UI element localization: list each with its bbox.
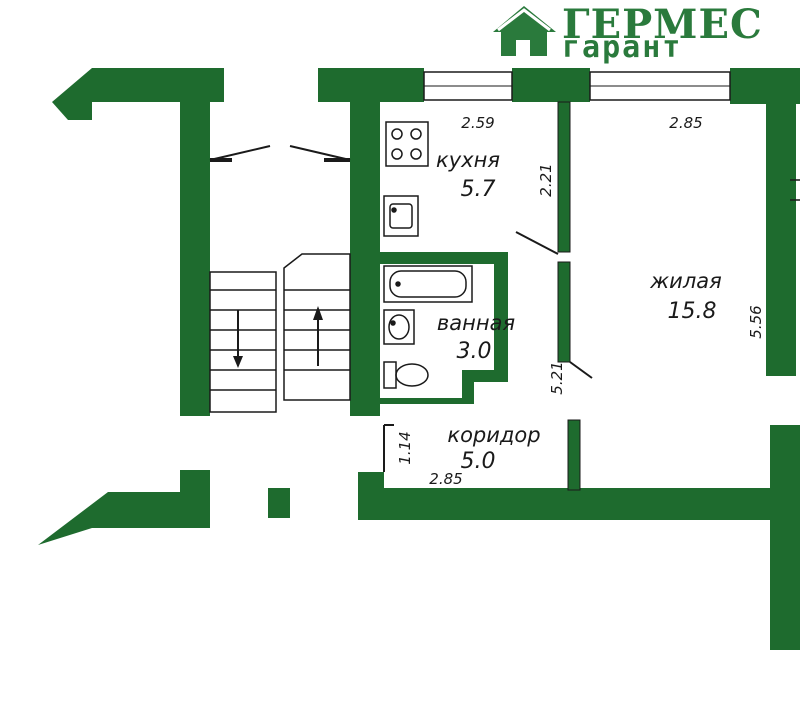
wall-bath-step-down xyxy=(462,370,474,402)
dim-kitchen-length: 2.21 xyxy=(537,163,555,196)
house-logo-icon xyxy=(493,6,556,56)
bathtub-icon xyxy=(383,265,473,303)
washbasin-icon xyxy=(383,309,415,345)
stairs-left xyxy=(209,271,277,413)
dim-living-width: 2.85 xyxy=(669,114,702,132)
toilet-icon xyxy=(383,361,429,389)
bathroom-area: 3.0 xyxy=(457,339,492,364)
door-stair-right xyxy=(289,145,351,161)
stove-icon xyxy=(385,121,429,167)
bathroom-name: ванная xyxy=(437,311,515,335)
dim-entry-width: 1.14 xyxy=(396,431,414,464)
dim-living-length: 5.56 xyxy=(747,305,765,338)
wall-bottom xyxy=(358,488,770,520)
dimension-labels: 2.59 2.85 2.21 5.56 5.21 1.14 2.85 xyxy=(396,114,765,488)
wall-bottom-left xyxy=(38,492,206,545)
corridor-name: коридор xyxy=(447,423,540,447)
door-living xyxy=(569,361,593,379)
kitchen-name: кухня xyxy=(436,148,500,172)
logo-title: ГЕРМЕС xyxy=(562,1,763,48)
corridor-area: 5.0 xyxy=(461,449,496,474)
wall-right-upper xyxy=(766,100,796,376)
partitions xyxy=(209,71,800,491)
partition-living-corridor xyxy=(557,261,571,363)
dim-kitchen-width: 2.59 xyxy=(461,114,494,132)
wall-column xyxy=(268,488,290,518)
company-logo: ГЕРМЕС гарант xyxy=(493,1,763,65)
wall-apartment-left xyxy=(350,68,380,416)
stair-arrow-down-icon xyxy=(233,310,243,368)
room-labels: кухня 5.7 жилая 15.8 ванная 3.0 коридор … xyxy=(436,148,722,474)
wall-right-lower xyxy=(770,425,800,650)
wall-bath-bottom xyxy=(380,398,474,404)
wall-bottom-left-post xyxy=(180,470,210,528)
door-stair-left xyxy=(209,145,271,161)
wall-top-right xyxy=(730,68,800,104)
wall-stair-corner xyxy=(52,68,92,120)
wall-bath-right xyxy=(494,252,508,380)
logo-subtitle: гарант xyxy=(562,30,682,65)
wall-top-middle xyxy=(512,68,590,102)
kitchen-area: 5.7 xyxy=(461,177,496,202)
wall-stair-left xyxy=(180,68,210,416)
partition-corridor-right xyxy=(567,419,581,491)
dim-corridor-length: 5.21 xyxy=(548,361,566,394)
wall-bath-top xyxy=(380,252,504,264)
wall-bottom-entry xyxy=(358,472,384,520)
door-kitchen xyxy=(515,231,559,255)
stair-arrow-up-icon xyxy=(313,306,323,366)
walls xyxy=(38,68,800,650)
dim-corridor-width: 2.85 xyxy=(429,470,462,488)
partition-kitchen-living xyxy=(557,101,571,253)
sink-icon xyxy=(383,195,419,237)
fixtures xyxy=(383,121,473,389)
living-area: 15.8 xyxy=(668,299,717,324)
living-name: жилая xyxy=(649,269,722,293)
